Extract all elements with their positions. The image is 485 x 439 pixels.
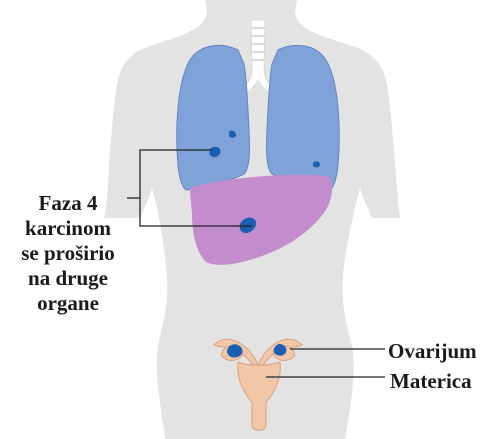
stage-label-line-4: na druge [0,266,136,291]
stage-label-line-3: se proširio [0,241,136,266]
ovary-label: Ovarijum [388,339,477,364]
stage-label-line-2: karcinom [0,216,136,241]
stage-label-line-1: Faza 4 [0,191,136,216]
stage-label-line-5: organe [0,291,136,316]
stage-label: Faza 4 karcinom se proširio na druge org… [0,191,136,316]
left-lung [177,45,250,190]
right-lung [267,45,340,190]
uterus-label: Materica [390,369,472,394]
